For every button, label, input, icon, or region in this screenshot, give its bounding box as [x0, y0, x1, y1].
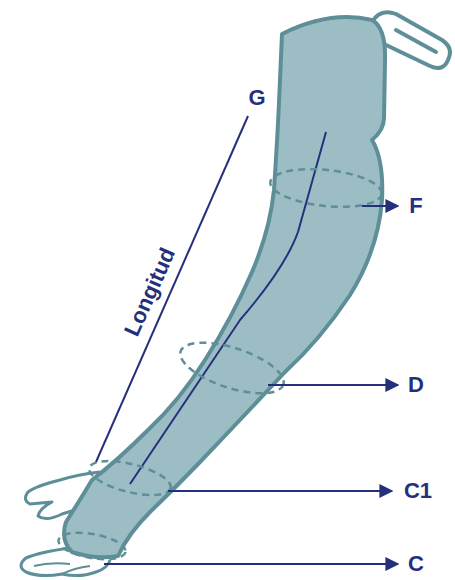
leader-c1 [168, 490, 392, 492]
leader-c [104, 563, 398, 565]
measure-letter: D [408, 374, 424, 396]
sleeve-outline [64, 17, 385, 557]
seam-line [130, 132, 326, 484]
measure-letter: C [408, 553, 424, 575]
measure-letter: C1 [404, 480, 432, 502]
ring-d [174, 332, 289, 403]
leader-d [268, 384, 398, 386]
measure-letter: F [409, 195, 422, 217]
finger-lines [34, 563, 90, 574]
length-line [96, 116, 248, 462]
dimension-letter: G [248, 87, 265, 109]
leader-lines [104, 206, 398, 564]
ring-c1 [86, 454, 174, 501]
circumference-rings [56, 164, 383, 563]
leader-f [362, 205, 398, 207]
ring-c [56, 528, 127, 563]
ring-f [268, 164, 383, 212]
tab-slot [396, 30, 436, 52]
